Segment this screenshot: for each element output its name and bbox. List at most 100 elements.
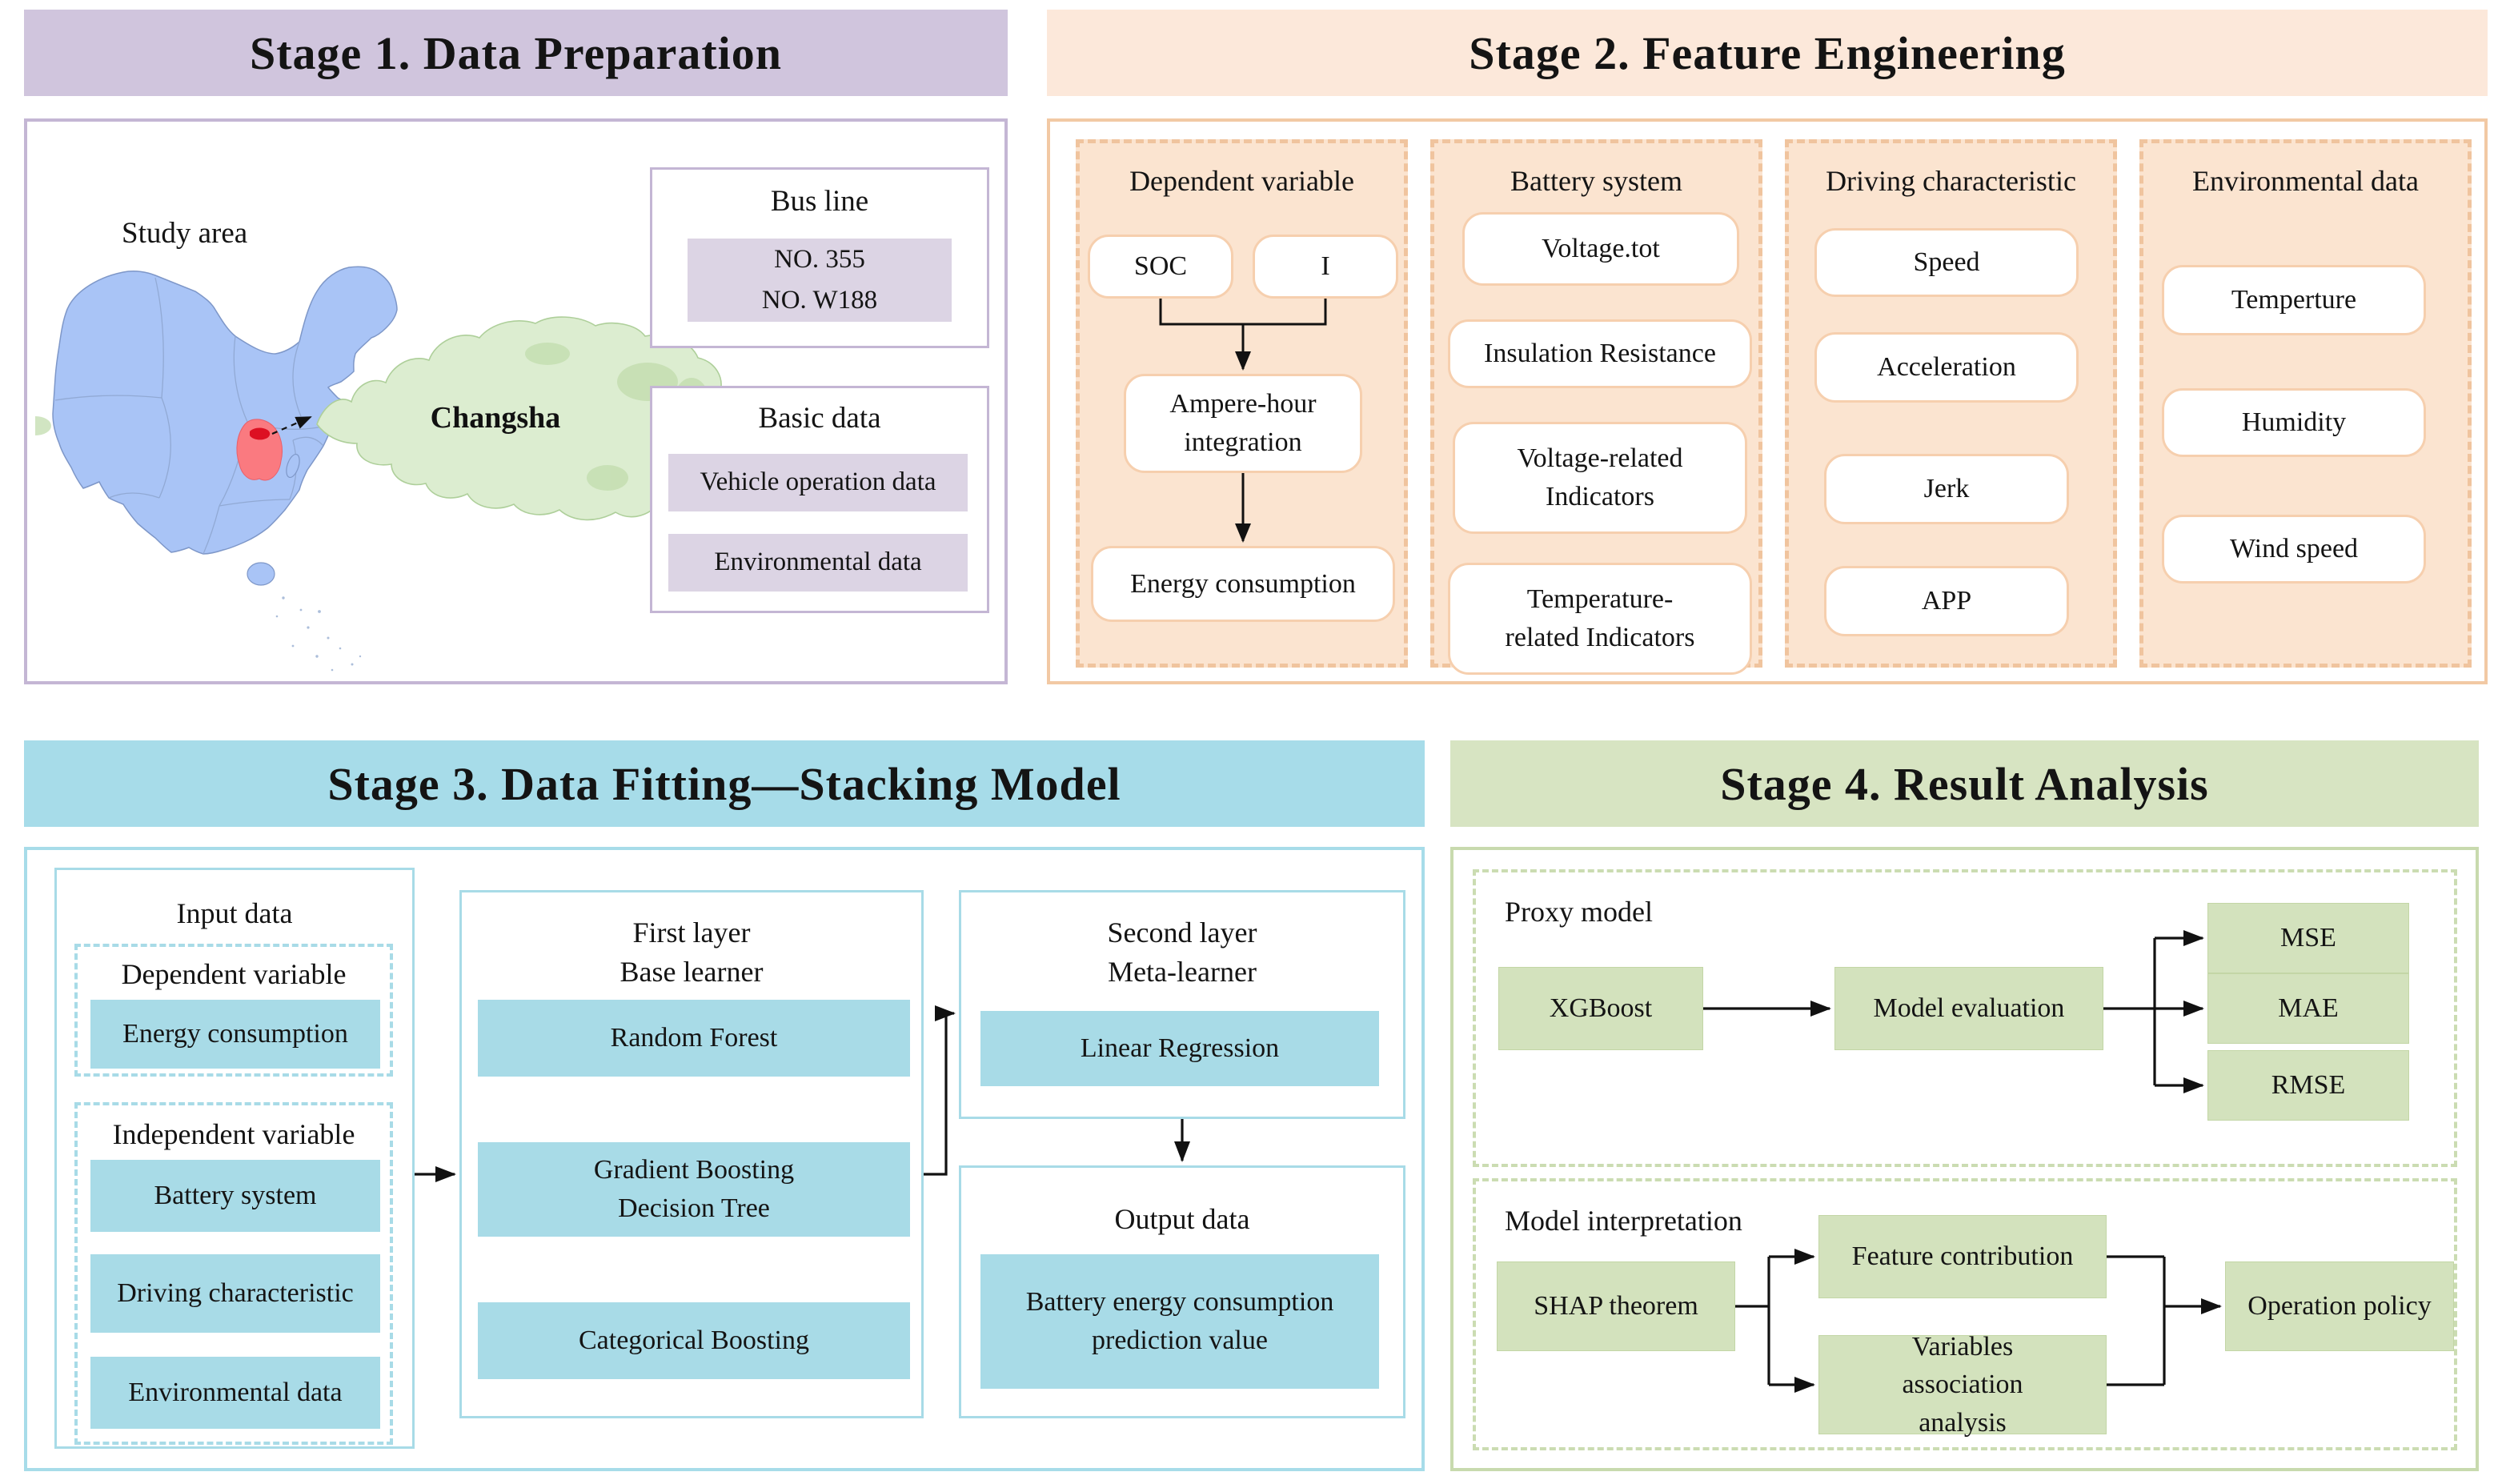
environmental-data-title: Environmental data <box>2192 165 2419 197</box>
independent-variable-group: Independent variable Battery system Driv… <box>74 1102 393 1445</box>
gbdt-label: Gradient Boosting Decision Tree <box>593 1155 795 1223</box>
environmental-data-label: Environmental data <box>714 547 922 577</box>
bus-line-values: NO. 355 NO. W188 <box>688 239 952 322</box>
stage1-content: Study area <box>24 118 1008 684</box>
shap-theorem-box: SHAP theorem <box>1497 1261 1735 1351</box>
voltage-related-label: Voltage-related Indicators <box>1517 443 1683 511</box>
s3-energy-consumption-box: Energy consumption <box>90 1000 380 1069</box>
xgboost-label: XGBoost <box>1549 993 1653 1024</box>
proxy-model-label: Proxy model <box>1505 896 1653 928</box>
s3-driving-characteristic-label: Driving characteristic <box>117 1278 354 1309</box>
gbdt-box: Gradient Boosting Decision Tree <box>478 1142 910 1237</box>
feature-contribution-label: Feature contribution <box>1851 1241 2074 1272</box>
app-box: APP <box>1824 566 2069 636</box>
acceleration-box: Acceleration <box>1814 332 2079 403</box>
stage4-title: Stage 4. Result Analysis <box>1720 757 2209 810</box>
vehicle-operation-data-box: Vehicle operation data <box>668 454 968 511</box>
catboost-label: Categorical Boosting <box>578 1326 809 1356</box>
operation-policy-label: Operation policy <box>2247 1291 2432 1322</box>
temperature-related-box: Temperature-related Indicators <box>1448 563 1752 675</box>
first-layer-title-line2: Base learner <box>619 955 764 988</box>
vehicle-operation-data-label: Vehicle operation data <box>700 467 936 497</box>
ampere-hour-label: Ampere-hour integration <box>1169 389 1317 457</box>
s3-environmental-data-box: Environmental data <box>90 1357 380 1429</box>
soc-label: SOC <box>1133 251 1188 282</box>
column-dependent-variable: Dependent variable SOC I Ampere-hour int… <box>1076 139 1408 668</box>
hainan-island <box>247 562 275 586</box>
mae-label: MAE <box>2278 993 2339 1024</box>
app-label: APP <box>1921 586 1972 616</box>
humidity-label: Humidity <box>2241 407 2347 438</box>
input-data-title: Input data <box>176 897 293 929</box>
s3-dependent-title: Dependent variable <box>121 958 347 990</box>
acceleration-label: Acceleration <box>1877 352 2016 383</box>
stage2-content: Dependent variable SOC I Ampere-hour int… <box>1047 118 2488 684</box>
taiwan-island <box>286 453 300 479</box>
feature-contribution-box: Feature contribution <box>1818 1215 2107 1298</box>
basic-data-title: Basic data <box>758 402 881 435</box>
environmental-data-box: Environmental data <box>668 534 968 592</box>
bus-line-no355: NO. 355 <box>774 244 865 274</box>
changsha-relief-texture <box>35 343 709 491</box>
bus-line-box: Bus line NO. 355 NO. W188 <box>650 167 989 348</box>
model-interpretation-label: Model interpretation <box>1505 1205 1742 1237</box>
wind-speed-box: Wind speed <box>2162 515 2426 584</box>
s3-environmental-data-label: Environmental data <box>128 1378 343 1408</box>
stage3-header: Stage 3. Data Fitting—Stacking Model <box>24 740 1425 827</box>
current-label: I <box>1321 251 1330 282</box>
model-evaluation-label: Model evaluation <box>1873 993 2065 1024</box>
output-data-box: Output data Battery energy consumption p… <box>959 1165 1405 1418</box>
province-borders <box>54 277 334 555</box>
random-forest-box: Random Forest <box>478 1000 910 1077</box>
driving-characteristic-title: Driving characteristic <box>1826 165 2076 197</box>
battery-system-title: Battery system <box>1510 165 1682 197</box>
s3-driving-characteristic-box: Driving characteristic <box>90 1254 380 1333</box>
linear-regression-label: Linear Regression <box>1080 1033 1280 1064</box>
insulation-resistance-box: Insulation Resistance <box>1448 319 1752 388</box>
soc-box: SOC <box>1088 235 1233 299</box>
stage3-content: Input data Dependent variable Energy con… <box>24 847 1425 1471</box>
stage2-title: Stage 2. Feature Engineering <box>1469 26 2066 79</box>
stage4-content: Proxy model XGBoost Model evaluation MSE… <box>1450 847 2479 1471</box>
linear-regression-box: Linear Regression <box>980 1011 1379 1086</box>
voltage-tot-label: Voltage.tot <box>1542 234 1660 264</box>
s3-battery-system-label: Battery system <box>154 1181 317 1211</box>
stage3-title: Stage 3. Data Fitting—Stacking Model <box>327 757 1121 810</box>
shap-theorem-label: SHAP theorem <box>1534 1291 1698 1322</box>
dependent-variable-group: Dependent variable Energy consumption <box>74 944 393 1077</box>
voltage-related-box: Voltage-related Indicators <box>1453 422 1747 534</box>
energy-consumption-box: Energy consumption <box>1091 546 1395 622</box>
speed-box: Speed <box>1814 228 2079 297</box>
model-evaluation-box: Model evaluation <box>1834 967 2103 1050</box>
dependent-variable-title: Dependent variable <box>1129 165 1354 197</box>
s3-battery-system-box: Battery system <box>90 1160 380 1232</box>
first-layer-title-line1: First layer <box>632 916 751 949</box>
locator-arrow <box>271 415 312 435</box>
basic-data-box: Basic data Vehicle operation data Enviro… <box>650 386 989 613</box>
prediction-value-label: Battery energy consumption prediction va… <box>1025 1287 1334 1355</box>
jerk-box: Jerk <box>1824 454 2069 524</box>
temperture-label: Temperture <box>2231 285 2357 315</box>
ampere-hour-box: Ampere-hour integration <box>1124 374 1362 473</box>
study-area-label: Study area <box>122 217 248 250</box>
output-data-title: Output data <box>1114 1203 1250 1235</box>
bus-line-title: Bus line <box>770 185 869 218</box>
china-map-shape <box>52 266 398 555</box>
random-forest-label: Random Forest <box>610 1023 778 1053</box>
first-layer-title: First layer Base learner <box>462 913 921 991</box>
mae-box: MAE <box>2207 973 2409 1044</box>
insulation-resistance-label: Insulation Resistance <box>1484 339 1716 369</box>
energy-consumption-label: Energy consumption <box>1130 568 1356 599</box>
humidity-box: Humidity <box>2162 388 2426 457</box>
hunan-highlight <box>236 419 283 481</box>
current-box: I <box>1253 235 1398 299</box>
first-layer-box: First layer Base learner Random Forest G… <box>459 890 924 1418</box>
stage1-title: Stage 1. Data Preparation <box>249 26 783 79</box>
changsha-city-mark <box>250 427 271 440</box>
input-data-box: Input data Dependent variable Energy con… <box>54 868 415 1449</box>
jerk-label: Jerk <box>1923 474 1970 504</box>
temperature-related-label: Temperature-related Indicators <box>1505 584 1695 652</box>
sea-islets <box>275 596 362 672</box>
voltage-tot-box: Voltage.tot <box>1462 212 1739 286</box>
